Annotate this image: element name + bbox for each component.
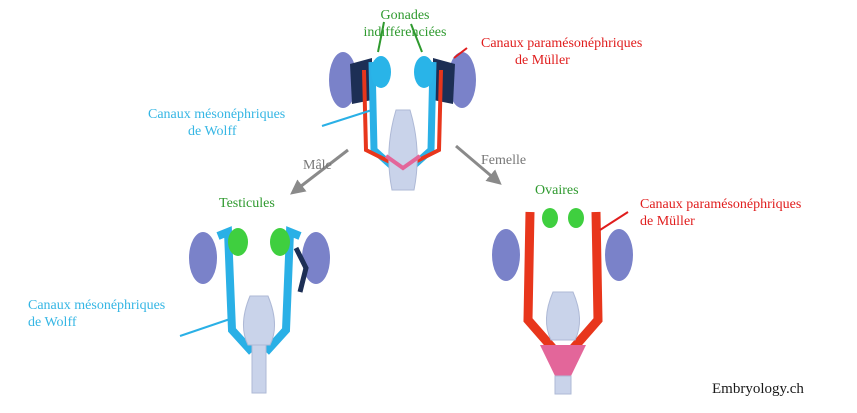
male-label: Mâle — [303, 157, 332, 174]
gonad-left-top — [371, 56, 391, 88]
testes-label: Testicules — [219, 195, 275, 212]
female-label: Femelle — [481, 152, 526, 169]
kidney-left-female — [492, 229, 520, 281]
ovaries-label: Ovaires — [535, 182, 579, 199]
urethra-female — [555, 376, 571, 394]
gonads-label-line1: Gonades — [349, 7, 461, 24]
ovary-right — [568, 208, 584, 228]
credit-label: Embryology.ch — [712, 381, 804, 398]
muller-right-label-line2: de Müller — [640, 213, 801, 230]
cloaca-top — [389, 110, 417, 190]
female-stage-figure — [492, 208, 633, 394]
pointer-muller-right — [600, 212, 628, 230]
wolff-top-label: Canaux mésonéphriques de Wolff — [148, 106, 285, 140]
uterus-vagina — [540, 345, 586, 378]
gonads-label: Gonades indifférenciées — [349, 7, 461, 41]
muller-right-label: Canaux paramésonéphriques de Müller — [640, 196, 801, 230]
muller-top-label: Canaux paramésonéphriques de Müller — [481, 35, 642, 69]
kidney-right-female — [605, 229, 633, 281]
muller-top-label-line2: de Müller — [481, 52, 642, 69]
bladder-female — [546, 292, 579, 340]
pointer-wolff-bottom — [180, 318, 233, 336]
wolff-bottom-label-line2: de Wolff — [28, 314, 165, 331]
muller-top-label-line1: Canaux paramésonéphriques — [481, 35, 642, 52]
indifferent-stage-figure — [329, 52, 476, 190]
kidney-left-male — [189, 232, 217, 284]
testis-left — [228, 228, 248, 256]
bladder-male — [243, 296, 274, 345]
wolff-bottom-label: Canaux mésonéphriques de Wolff — [28, 297, 165, 331]
wolff-top-label-line1: Canaux mésonéphriques — [148, 106, 285, 123]
wolff-bottom-label-line1: Canaux mésonéphriques — [28, 297, 165, 314]
gonad-right-top — [414, 56, 434, 88]
muller-right-label-line1: Canaux paramésonéphriques — [640, 196, 801, 213]
male-stage-figure — [189, 228, 330, 393]
wolff-top-label-line2: de Wolff — [148, 123, 285, 140]
testis-right — [270, 228, 290, 256]
urethra-male — [252, 345, 266, 393]
ovary-left — [542, 208, 558, 228]
gonads-label-line2: indifférenciées — [349, 24, 461, 41]
